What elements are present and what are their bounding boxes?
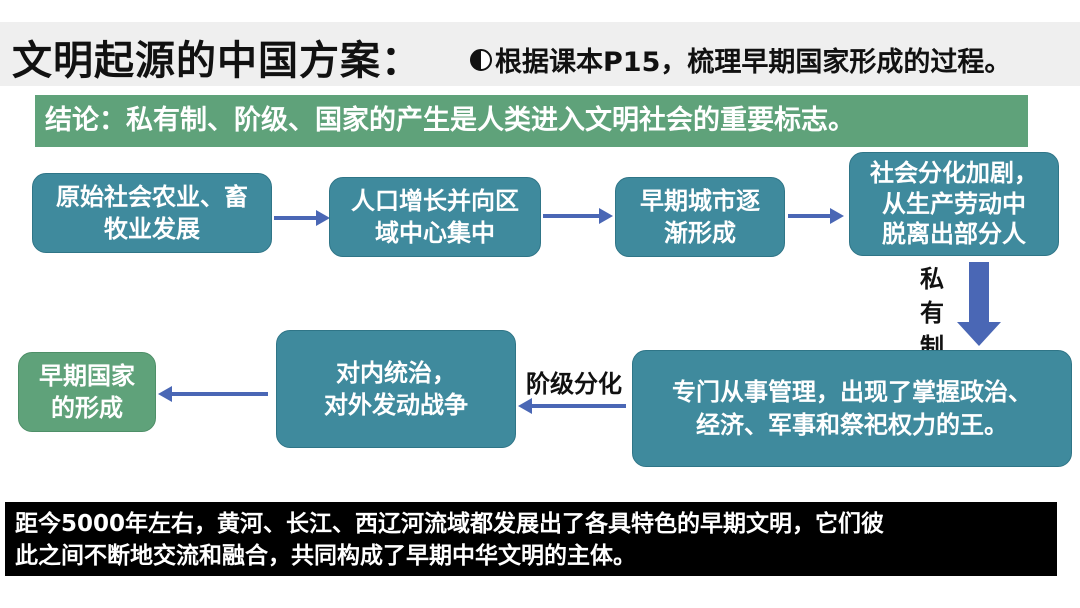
- flow-box-early-state: 早期国家 的形成: [18, 352, 156, 432]
- arrow-right-1: [274, 210, 330, 226]
- flow-box-line: 人口增长并向区: [351, 186, 519, 215]
- flow-box-line: 对内统治，: [336, 358, 456, 387]
- flow-box-line: 专门从事管理，出现了掌握政治、: [672, 378, 1032, 407]
- arrow-down-head: [957, 322, 1001, 346]
- flow-box-line: 原始社会农业、畜: [56, 182, 248, 211]
- flow-box-differentiation: 社会分化加剧， 从生产劳动中 脱离出部分人: [849, 152, 1059, 256]
- flow-box-cities: 早期城市逐 渐形成: [615, 177, 785, 257]
- flow-box-line: 的形成: [51, 394, 123, 422]
- arrow-right-2: [543, 208, 613, 224]
- summary-line: 此之间不断地交流和融合，共同构成了早期中华文明的主体。: [15, 543, 636, 569]
- flow-box-king: 专门从事管理，出现了掌握政治、 经济、军事和祭祀权力的王。: [632, 350, 1072, 467]
- half-circle-icon: [470, 48, 492, 71]
- arrow-left-2: [158, 386, 268, 402]
- flow-box-rule: 对内统治， 对外发动战争: [276, 330, 516, 448]
- flow-box-agriculture: 原始社会农业、畜 牧业发展: [32, 173, 272, 253]
- summary-line: 距今5000年左右，黄河、长江、西辽河流域都发展出了各具特色的早期文明，它们彼: [15, 511, 885, 537]
- label-char: 私: [920, 265, 944, 293]
- flow-box-line: 脱离出部分人: [882, 220, 1026, 249]
- summary-box: 距今5000年左右，黄河、长江、西辽河流域都发展出了各具特色的早期文明，它们彼 …: [5, 502, 1057, 576]
- flow-box-line: 早期国家: [39, 361, 135, 390]
- page-title: 文明起源的中国方案：: [12, 38, 422, 84]
- flow-box-line: 对外发动战争: [324, 391, 468, 419]
- flow-box-line: 域中心集中: [375, 219, 495, 247]
- flow-box-line: 经济、军事和祭祀权力的王。: [696, 410, 1008, 439]
- label-private-ownership: 私 有 制: [917, 262, 947, 364]
- arrow-down-shaft: [969, 262, 989, 322]
- arrow-right-3: [788, 208, 844, 224]
- label-char: 有: [920, 299, 944, 327]
- conclusion-banner: 结论：私有制、阶级、国家的产生是人类进入文明社会的重要标志。: [35, 95, 1028, 147]
- subtitle-text: 根据课本P15，梳理早期国家形成的过程。: [495, 47, 1012, 78]
- subtitle: 根据课本P15，梳理早期国家形成的过程。: [470, 40, 1011, 79]
- flow-box-line: 早期城市逐: [640, 186, 760, 215]
- flow-box-line: 牧业发展: [104, 215, 200, 243]
- flow-box-line: 从生产劳动中: [882, 189, 1026, 218]
- flow-box-line: 渐形成: [664, 219, 736, 247]
- label-class-differentiation: 阶级分化: [526, 370, 622, 398]
- arrow-left-1: [518, 398, 626, 414]
- flow-box-line: 社会分化加剧，: [870, 158, 1038, 187]
- flow-box-population: 人口增长并向区 域中心集中: [329, 177, 541, 257]
- title-bar: [0, 22, 1080, 86]
